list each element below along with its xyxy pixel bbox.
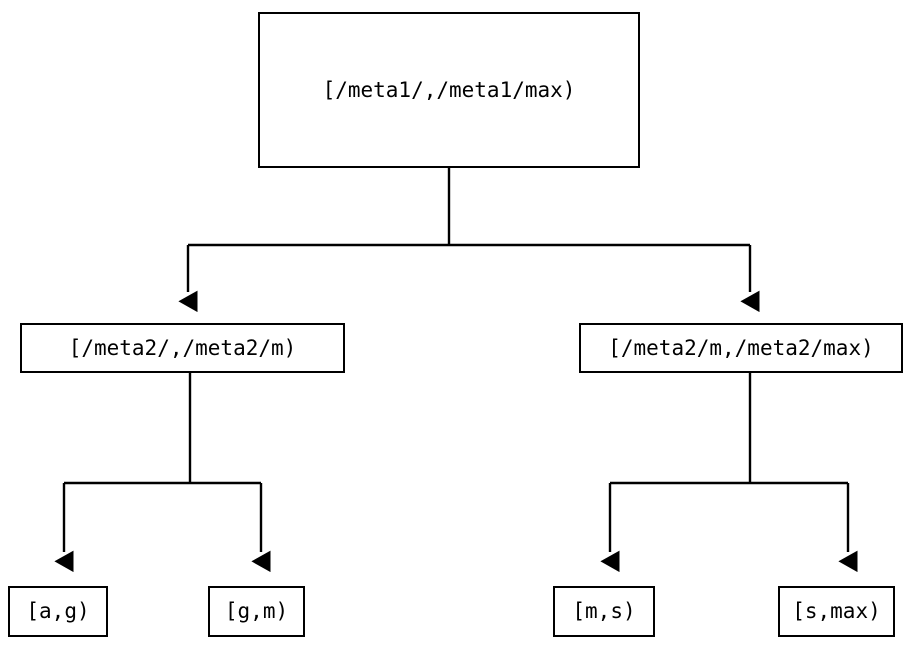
node-leaf-3-label: [m,s) xyxy=(572,599,636,623)
edge-mid-right-to-children xyxy=(600,373,858,573)
node-leaf-4-label: [s,max) xyxy=(792,599,881,623)
node-leaf-2-label: [g,m) xyxy=(224,599,289,623)
edge-mid-left-to-children xyxy=(54,373,271,573)
node-leaf-4: [s,max) xyxy=(778,586,895,637)
edge-root-to-children xyxy=(178,168,760,313)
node-mid-left-label: [/meta2/,/meta2/m) xyxy=(68,335,297,360)
node-leaf-2: [g,m) xyxy=(208,586,305,637)
node-root: [/meta1/,/meta1/max) xyxy=(258,12,640,168)
node-mid-left: [/meta2/,/meta2/m) xyxy=(20,323,345,373)
node-root-label: [/meta1/,/meta1/max) xyxy=(322,77,576,102)
node-leaf-3: [m,s) xyxy=(553,586,655,637)
node-leaf-1: [a,g) xyxy=(8,586,108,637)
node-mid-right-label: [/meta2/m,/meta2/max) xyxy=(608,335,874,360)
node-leaf-1-label: [a,g) xyxy=(26,599,90,623)
node-mid-right: [/meta2/m,/meta2/max) xyxy=(579,323,903,373)
